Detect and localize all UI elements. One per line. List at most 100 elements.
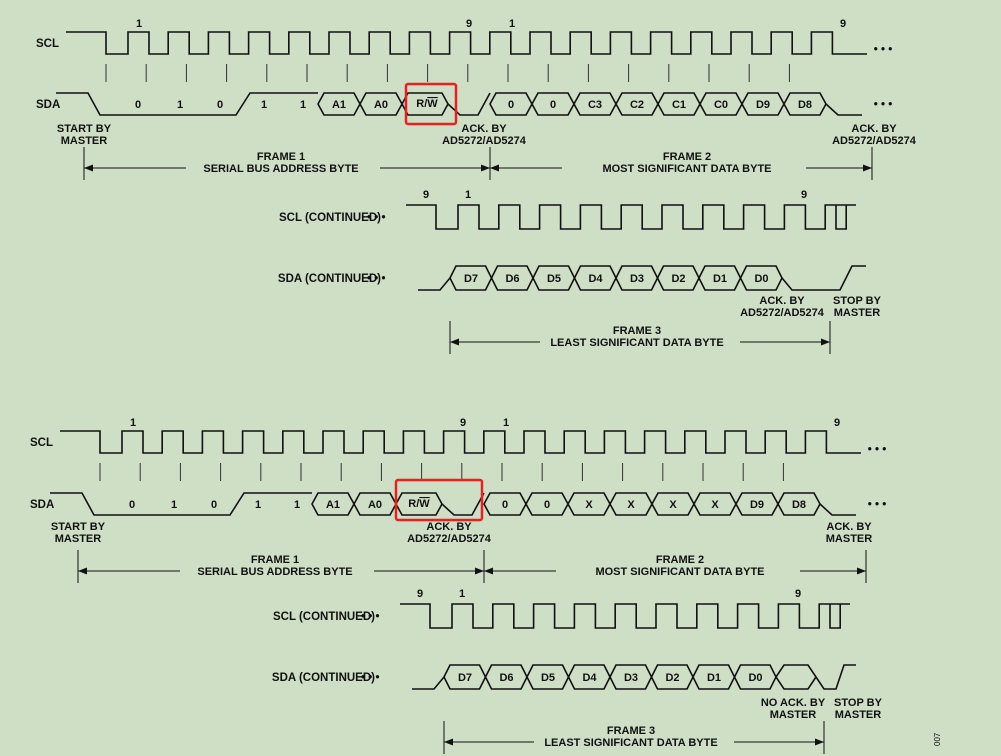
upper-frame2-subtitle: MOST SIGNIFICANT DATA BYTE: [602, 163, 771, 175]
upper-frame1-subtitle: SERIAL BUS ADDRESS BYTE: [203, 163, 358, 175]
lower-address-box-0: A1: [326, 499, 340, 511]
lower-sda-start-segment: [50, 492, 312, 516]
upper-ack2-line2: AD5272/AD5274: [832, 135, 917, 147]
upper-ack3-line2: AD5272/AD5274: [740, 307, 825, 319]
lower-scl-waveform: [60, 430, 861, 454]
upper-scl-cont-waveform: [406, 204, 856, 230]
upper-scl-clock-9b: 9: [840, 18, 846, 30]
lower-stop-segment: [815, 664, 856, 690]
upper-ack2-line1: ACK. BY: [851, 123, 897, 135]
lower-address-bit-0: 0: [129, 499, 135, 511]
upper-rw-label: R/W: [416, 98, 438, 110]
lower-scl-cont-waveform: [400, 603, 850, 629]
upper-scl-cont-dots: • • •: [367, 212, 385, 224]
lower-sda-cont-label: SDA (CONTINUED): [272, 672, 375, 684]
lower-address-bit-2: 0: [211, 499, 217, 511]
lower-stop-line1: STOP BY: [834, 697, 883, 709]
upper-scl-waveform: [66, 31, 867, 55]
lower-stop-line2: MASTER: [835, 709, 882, 721]
upper-ack1-line1: ACK. BY: [461, 123, 507, 135]
upper-sda-cont-dots: • • •: [367, 273, 385, 285]
lower-lsb-cell-4: D3: [624, 672, 638, 684]
lower-ack1-line2: AD5272/AD5274: [407, 533, 492, 545]
lower-lsb-cell-2: D5: [541, 672, 555, 684]
upper-lsb-cell-2: D5: [547, 273, 561, 285]
lower-frame2-arrow-right-head: [857, 567, 866, 575]
upper-msb-cell-3: C2: [630, 99, 644, 111]
upper-msb-cell-1: 0: [550, 99, 556, 111]
upper-lsb-cell-4: D3: [630, 273, 644, 285]
upper-start-line2: MASTER: [61, 135, 108, 147]
lower-ack1-line1: ACK. BY: [426, 521, 472, 533]
lower-frame3-arrow-right-head: [815, 738, 824, 746]
upper-scl-cont-clock-9b: 9: [801, 189, 807, 201]
upper-rw-highlight: [404, 82, 458, 126]
upper-frame3-arrow-right-head: [821, 338, 830, 346]
lower-lsb-cell-0: D7: [458, 672, 472, 684]
upper-lsb-cell-1: D6: [505, 273, 519, 285]
lower-noack-hex: [775, 664, 817, 690]
upper-lsb-cell-3: D4: [588, 273, 603, 285]
upper-msb-cell-2: C3: [588, 99, 602, 111]
lower-rw-label: R/W: [408, 498, 430, 510]
upper-ack2-segment: [825, 103, 862, 116]
lower-scl-dots: • • •: [868, 444, 886, 456]
lower-frame1-arrow-left-head: [78, 567, 87, 575]
upper-stop-segment: [781, 265, 866, 291]
lower-scl-cont-clock-1: 1: [459, 588, 465, 600]
lower-ack2-line1: ACK. BY: [826, 521, 872, 533]
upper-scl-cont-clock-9: 9: [423, 189, 429, 201]
upper-frame1-arrow-left-head: [84, 164, 93, 172]
upper-stop-line2: MASTER: [834, 307, 881, 319]
upper-msb-cell-5: C0: [714, 99, 728, 111]
lower-ack1-segment: [441, 492, 485, 516]
lower-frame1-arrow-right-head: [475, 567, 484, 575]
lower-msb-cell-2: X: [585, 499, 593, 511]
rw-write-bar: W: [419, 498, 430, 510]
upper-lsb-cell-0: D7: [464, 273, 478, 285]
lower-lsb-cell-6: D1: [707, 672, 721, 684]
lower-msb-cell-5: X: [711, 499, 719, 511]
upper-frame3-subtitle: LEAST SIGNIFICANT DATA BYTE: [550, 337, 723, 349]
figure-number: 007: [933, 732, 942, 746]
upper-sda-start-segment: [56, 92, 318, 116]
upper-msb-cell-4: C1: [672, 99, 686, 111]
upper-scl-dots: • • •: [874, 44, 892, 56]
lower-address-box-1: A0: [368, 499, 382, 511]
lower-msb-cell-6: D9: [750, 499, 764, 511]
lower-address-bit-3: 1: [255, 499, 261, 511]
lower-frame1-title: FRAME 1: [251, 554, 299, 566]
upper-lsb-cell-6: D1: [713, 273, 727, 285]
lower-sda-dots: • • •: [868, 499, 886, 511]
upper-sda-label: SDA: [36, 99, 60, 111]
upper-sda-dots: • • •: [874, 99, 892, 111]
upper-msb-cell-6: D9: [756, 99, 770, 111]
lower-scl-clock-9: 9: [460, 417, 466, 429]
lower-frame3-arrow-left-head: [444, 738, 453, 746]
upper-frame3-arrow-left-head: [450, 338, 459, 346]
upper-msb-cell-7: D8: [798, 99, 812, 111]
lower-address-bit-4: 1: [294, 499, 300, 511]
upper-ack3-line1: ACK. BY: [759, 295, 805, 307]
upper-address-bit-0: 0: [135, 99, 141, 111]
upper-frame1-arrow-right-head: [481, 164, 490, 172]
upper-lsb-cell-7: D0: [754, 273, 768, 285]
lower-scl-clock-1b: 1: [503, 417, 509, 429]
lower-scl-cont-label: SCL (CONTINUED): [273, 611, 375, 623]
upper-frame2-arrow-right-head: [863, 164, 872, 172]
upper-address-box-1: A0: [374, 99, 388, 111]
lower-scl-clock-1: 1: [130, 417, 136, 429]
upper-sda-cont-label: SDA (CONTINUED): [278, 273, 381, 285]
lower-lsb-cell-7: D0: [748, 672, 762, 684]
upper-scl-clock-9: 9: [466, 18, 472, 30]
upper-lsb-cell-5: D2: [671, 273, 685, 285]
lower-msb-cell-1: 0: [544, 499, 550, 511]
lower-scl-label: SCL: [30, 437, 53, 449]
rw-write-bar: W: [427, 98, 438, 110]
lower-scl-cont-dots: • • •: [361, 611, 379, 623]
upper-address-bit-4: 1: [300, 99, 306, 111]
upper-stop-line1: STOP BY: [833, 295, 882, 307]
lower-scl-cont-clock-9b: 9: [795, 588, 801, 600]
lower-lsb-cell-5: D2: [665, 672, 679, 684]
